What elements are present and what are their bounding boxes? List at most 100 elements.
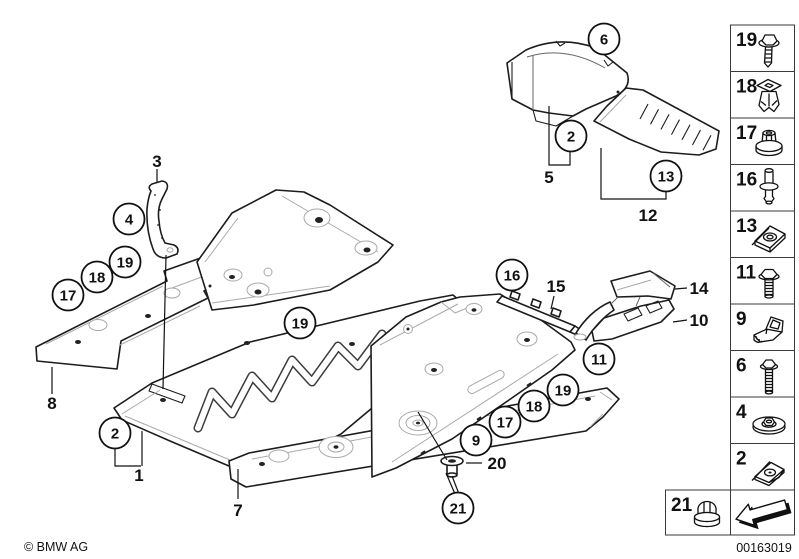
legend-cell-2[interactable]: 2	[730, 443, 795, 491]
legend-sidebar: 19 18 17	[665, 24, 795, 536]
callout-circle-21[interactable]: 21	[441, 491, 475, 525]
svg-text:2: 2	[111, 426, 119, 443]
part-14-bracket	[610, 270, 676, 300]
svg-text:12: 12	[639, 206, 658, 225]
svg-text:20: 20	[488, 454, 507, 473]
svg-text:1: 1	[134, 466, 143, 485]
svg-text:19: 19	[292, 316, 309, 333]
copyright-text: © BMW AG	[24, 540, 88, 554]
legend-cell-9[interactable]: 9	[730, 303, 795, 351]
cage-clamp-icon	[753, 316, 784, 343]
svg-text:18: 18	[89, 270, 106, 287]
expansion-rivet-icon	[756, 78, 782, 113]
part-label-3[interactable]: 3	[152, 152, 161, 171]
image-number-text: 00163019	[736, 541, 792, 555]
svg-text:19: 19	[555, 383, 572, 400]
svg-text:18: 18	[736, 77, 757, 98]
hex-flange-bolt-long-icon	[759, 359, 779, 395]
legend-cell-21[interactable]: 21	[665, 489, 731, 536]
svg-text:16: 16	[736, 170, 757, 191]
legend-cell-19[interactable]: 19	[730, 24, 795, 72]
part-rear-center-panel	[196, 189, 394, 311]
legend-cell-11[interactable]: 11	[730, 257, 795, 305]
part-label-8[interactable]: 8	[47, 394, 56, 413]
svg-text:3: 3	[152, 152, 161, 171]
part-label-15[interactable]: 15	[547, 277, 566, 296]
legend-cell-16[interactable]: 16	[730, 164, 795, 212]
part-label-14[interactable]: 14	[690, 279, 709, 298]
svg-text:8: 8	[47, 394, 56, 413]
legend-cell-6[interactable]: 6	[730, 350, 795, 398]
svg-text:6: 6	[600, 32, 608, 49]
callout-circle-19-a[interactable]: 19	[108, 245, 142, 279]
svg-text:21: 21	[671, 495, 693, 516]
continue-arrow-icon	[735, 499, 792, 530]
svg-text:17: 17	[736, 123, 757, 144]
hex-flange-bolt-short-icon	[758, 268, 780, 299]
callout-circle-16[interactable]: 16	[495, 258, 529, 292]
leader-lines	[51, 106, 688, 499]
svg-text:17: 17	[60, 288, 77, 305]
callout-circle-17-a[interactable]: 17	[51, 278, 85, 312]
svg-text:19: 19	[117, 255, 134, 272]
svg-text:10: 10	[690, 311, 709, 330]
svg-text:2: 2	[736, 449, 747, 470]
svg-text:13: 13	[658, 169, 675, 186]
cap-nut-icon	[693, 500, 721, 528]
svg-text:11: 11	[591, 352, 607, 369]
speed-nut-clip-icon	[751, 461, 785, 487]
part-label-20[interactable]: 20	[488, 454, 507, 473]
plastic-flange-nut-icon	[755, 129, 783, 157]
svg-text:18: 18	[526, 399, 543, 416]
legend-cell-4[interactable]: 4	[730, 396, 795, 444]
svg-text:17: 17	[497, 415, 514, 432]
callout-circle-4[interactable]: 4	[112, 202, 146, 236]
svg-text:2: 2	[567, 129, 575, 146]
callout-circle-2-a[interactable]: 2	[554, 119, 588, 153]
part-12-slatted-panel	[593, 87, 720, 156]
svg-text:15: 15	[547, 277, 566, 296]
speed-nut-clip-icon	[751, 225, 786, 253]
legend-cell-18[interactable]: 18	[730, 71, 795, 119]
part-label-10[interactable]: 10	[690, 311, 709, 330]
legend-cell-arrow[interactable]	[730, 489, 795, 536]
callout-circle-9[interactable]: 9	[459, 423, 493, 457]
callout-circle-18-b[interactable]: 18	[517, 389, 551, 423]
legend-cell-17[interactable]: 17	[730, 117, 795, 165]
svg-text:7: 7	[233, 501, 242, 520]
callout-circle-6[interactable]: 6	[587, 22, 621, 56]
svg-text:19: 19	[736, 30, 757, 51]
svg-text:4: 4	[125, 212, 134, 229]
callout-circle-17-b[interactable]: 17	[488, 405, 522, 439]
hex-washer-screw-icon	[758, 34, 780, 68]
svg-text:5: 5	[544, 168, 553, 187]
part-5-wheel-arch-cover	[506, 40, 629, 127]
svg-text:16: 16	[504, 268, 521, 285]
part-label-12[interactable]: 12	[639, 206, 658, 225]
legend-cell-13[interactable]: 13	[730, 210, 795, 258]
callout-circle-13[interactable]: 13	[649, 159, 683, 193]
part-label-7[interactable]: 7	[233, 501, 242, 520]
push-pin-rivet-icon	[759, 168, 779, 205]
svg-text:14: 14	[690, 279, 709, 298]
callout-circle-11[interactable]: 11	[582, 342, 616, 376]
callout-circle-19-c[interactable]: 19	[546, 373, 580, 407]
svg-text:21: 21	[450, 501, 467, 518]
svg-text:9: 9	[472, 433, 480, 450]
callout-circle-18-a[interactable]: 18	[80, 260, 114, 294]
part-right-underfloor-panel	[370, 293, 576, 478]
part-20-plug	[440, 455, 464, 478]
svg-text:13: 13	[736, 216, 757, 237]
washer-hex-nut-icon	[752, 416, 786, 435]
part-label-5[interactable]: 5	[544, 168, 553, 187]
part-label-1[interactable]: 1	[134, 466, 143, 485]
svg-text:6: 6	[736, 356, 747, 377]
svg-text:11: 11	[736, 263, 757, 284]
part-15-sill-strip	[496, 290, 582, 336]
callout-circle-2-b[interactable]: 2	[98, 416, 132, 450]
callout-circle-19-b[interactable]: 19	[283, 306, 317, 340]
part-10-rail	[573, 296, 675, 342]
svg-text:9: 9	[736, 309, 747, 330]
